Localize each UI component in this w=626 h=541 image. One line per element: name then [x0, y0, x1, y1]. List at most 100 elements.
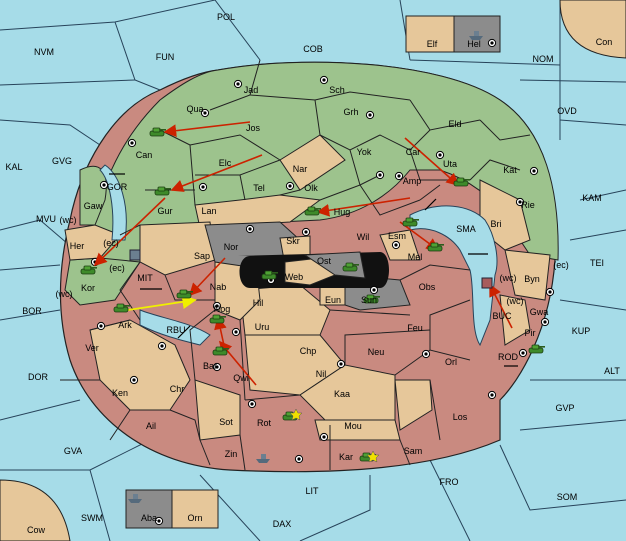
- province-gwa[interactable]: [499, 294, 531, 346]
- province-label: Rie: [521, 200, 535, 210]
- sea-pol: POL: [217, 12, 235, 22]
- province-label: Nar: [293, 164, 308, 174]
- province-label: Qua: [186, 104, 203, 114]
- sea-tei: TEI: [590, 258, 604, 268]
- province-label: Hel: [467, 39, 481, 49]
- province-label: Qwi: [233, 373, 249, 383]
- province-label: Orl: [445, 357, 457, 367]
- sea-dor: DOR: [28, 372, 49, 382]
- province-nar[interactable]: [279, 134, 346, 191]
- coast-tags: (wc) (ec) (ec) (wc) (wc) (ec) (wc): [56, 215, 569, 306]
- province-label: Sot: [219, 417, 233, 427]
- province-label: Uru: [255, 322, 270, 332]
- province-label: (wc): [60, 215, 77, 225]
- province-label: Mel: [408, 252, 423, 262]
- province-elf[interactable]: [405, 15, 455, 53]
- province-label: Kat: [503, 165, 517, 175]
- sea-fro: FRO: [440, 477, 459, 487]
- province-orl[interactable]: [394, 379, 433, 431]
- province-label: Zin: [225, 449, 238, 459]
- province-ost[interactable]: [303, 251, 366, 279]
- province-label: Jad: [244, 85, 259, 95]
- province-label: Sam: [404, 446, 423, 456]
- sea-rod: ROD: [498, 352, 519, 362]
- province-orn[interactable]: [171, 489, 219, 529]
- province-label: Pir: [525, 328, 536, 338]
- province-label: Ver: [85, 343, 99, 353]
- province-label: (wc): [500, 273, 517, 283]
- province-label: Rot: [257, 418, 272, 428]
- province-label: Ken: [112, 388, 128, 398]
- province-label: Mou: [344, 421, 362, 431]
- sea-kal: KAL: [5, 162, 22, 172]
- sea-rbu[interactable]: [139, 309, 211, 346]
- province-label: Sch: [329, 85, 345, 95]
- fleets: [128, 31, 493, 503]
- sea-nvm: NVM: [34, 47, 54, 57]
- province-label: Amp: [403, 176, 422, 186]
- province-borders: [60, 59, 531, 471]
- province-label: Web: [285, 272, 303, 282]
- province-byn[interactable]: [504, 249, 551, 301]
- province-label: Sun: [361, 295, 377, 305]
- province-label: (wc): [56, 289, 73, 299]
- province-label: Los: [453, 412, 468, 422]
- sea-swm: SWM: [81, 513, 103, 523]
- province-label: Chr: [170, 384, 185, 394]
- sea-gvg: GVG: [52, 156, 72, 166]
- province-label: Bri: [491, 219, 502, 229]
- province-her[interactable]: [64, 224, 121, 261]
- ship-icon: [256, 454, 270, 463]
- sea-rbu: RBU: [166, 325, 185, 335]
- sea-con: Con: [596, 37, 613, 47]
- province-label: Ost: [317, 256, 332, 266]
- province-label: Car: [406, 147, 421, 157]
- province-label: Ark: [118, 320, 132, 330]
- sea-som: SOM: [557, 492, 578, 502]
- province-label: Aba: [141, 513, 157, 523]
- province-label: Nab: [210, 282, 227, 292]
- province-label: Gwa: [530, 307, 549, 317]
- province-label: Nil: [316, 369, 327, 379]
- province-label: (ec): [109, 263, 125, 273]
- sea-mit: MIT: [137, 273, 153, 283]
- province-label: Grh: [343, 107, 358, 117]
- province-label: Hug: [334, 207, 351, 217]
- sea-labels: POL FUN COB NVM NOM Con OVD GVG KAL KAM …: [5, 12, 620, 535]
- province-label: Feu: [407, 323, 423, 333]
- double-arrow-icon: [109, 173, 518, 367]
- province-label: Hil: [253, 298, 264, 308]
- province-labels: Jad Sch Qua Jos Grh Eld Can Nar Yok Car …: [70, 39, 549, 523]
- ship-icon: [469, 31, 483, 40]
- province-label: Wil: [357, 232, 370, 242]
- sea-sma: SMA: [456, 224, 476, 234]
- sea-sma[interactable]: [409, 205, 498, 347]
- province-chr[interactable]: [89, 319, 191, 411]
- province-label: Skr: [286, 236, 300, 246]
- sea-buc: BUC: [492, 311, 512, 321]
- province-label: Sap: [194, 251, 210, 261]
- sea-gva: GVA: [64, 446, 82, 456]
- sea-cob: COB: [303, 44, 323, 54]
- province-label: (ec): [103, 238, 119, 248]
- sea-lit: LIT: [305, 486, 319, 496]
- ship-icon: [481, 277, 493, 289]
- sea-gor: GOR: [107, 182, 128, 192]
- sea-dax: DAX: [273, 519, 292, 529]
- province-label: Gur: [157, 206, 172, 216]
- sea-ovd: OVD: [557, 106, 577, 116]
- province-label: Nog: [214, 304, 231, 314]
- province-label: Byn: [524, 274, 540, 284]
- province-label: Tel: [253, 183, 265, 193]
- star-burst-icon: [289, 408, 380, 463]
- sea-bor: BOR: [22, 306, 42, 316]
- order-arrows: [93, 121, 513, 386]
- province-label: Chp: [300, 346, 317, 356]
- support-arrow: [127, 294, 197, 311]
- ship-icon: [129, 249, 141, 261]
- sea-cow: Cow: [27, 525, 46, 535]
- sea-nom: NOM: [533, 54, 554, 64]
- sea-gor[interactable]: [99, 164, 127, 241]
